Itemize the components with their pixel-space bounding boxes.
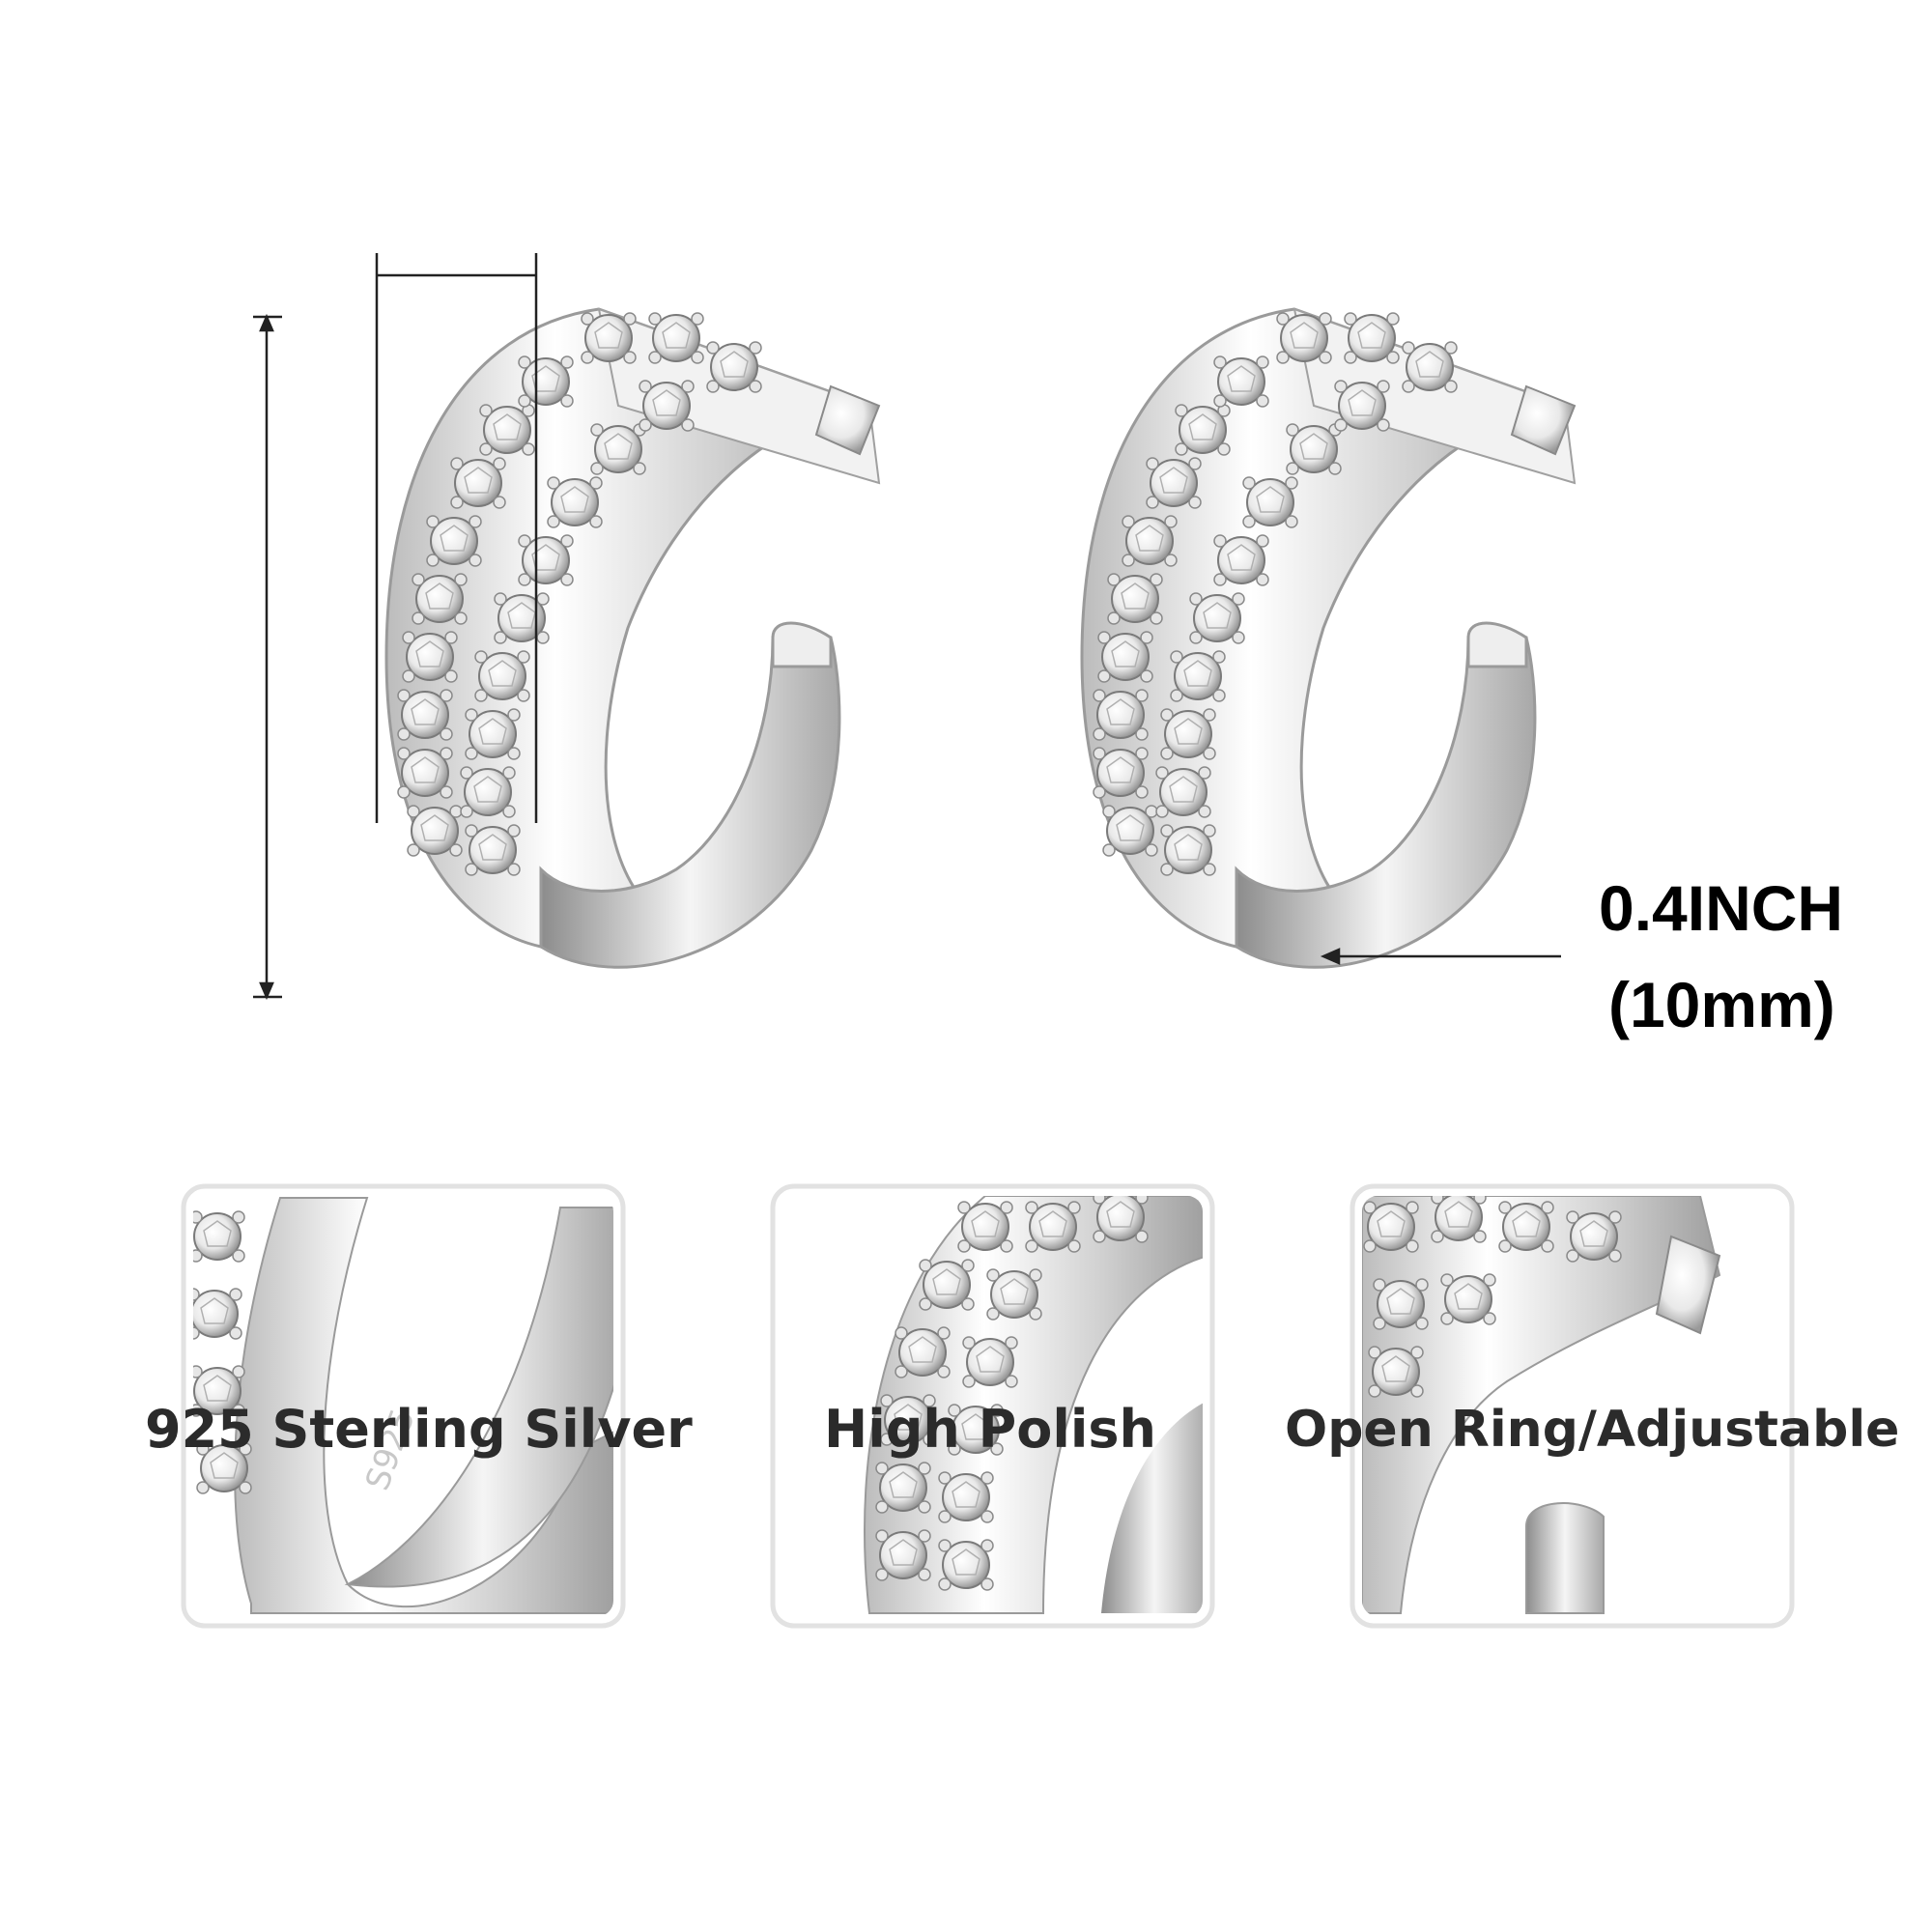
feature-frame-sterling-silver: S925 bbox=[181, 1183, 626, 1629]
feature-frame-high-polish bbox=[770, 1183, 1215, 1629]
measurement-mm-label: (10mm) bbox=[1608, 969, 1835, 1040]
thickness-pointer-arrow bbox=[1320, 948, 1561, 965]
feature-caption-open-ring: Open Ring/Adjustable bbox=[1285, 1401, 1900, 1459]
right-ear-cuff bbox=[1082, 309, 1575, 967]
height-dimension-line bbox=[253, 313, 282, 1001]
feature-caption-high-polish: High Polish bbox=[824, 1399, 1156, 1460]
width-dimension-bracket bbox=[375, 253, 538, 823]
feature-caption-sterling-silver: 925 Sterling Silver bbox=[145, 1399, 693, 1460]
feature-frame-open-ring bbox=[1350, 1183, 1795, 1629]
left-ear-cuff bbox=[386, 309, 879, 967]
measurement-inch-label: 0.4INCH bbox=[1599, 872, 1844, 944]
